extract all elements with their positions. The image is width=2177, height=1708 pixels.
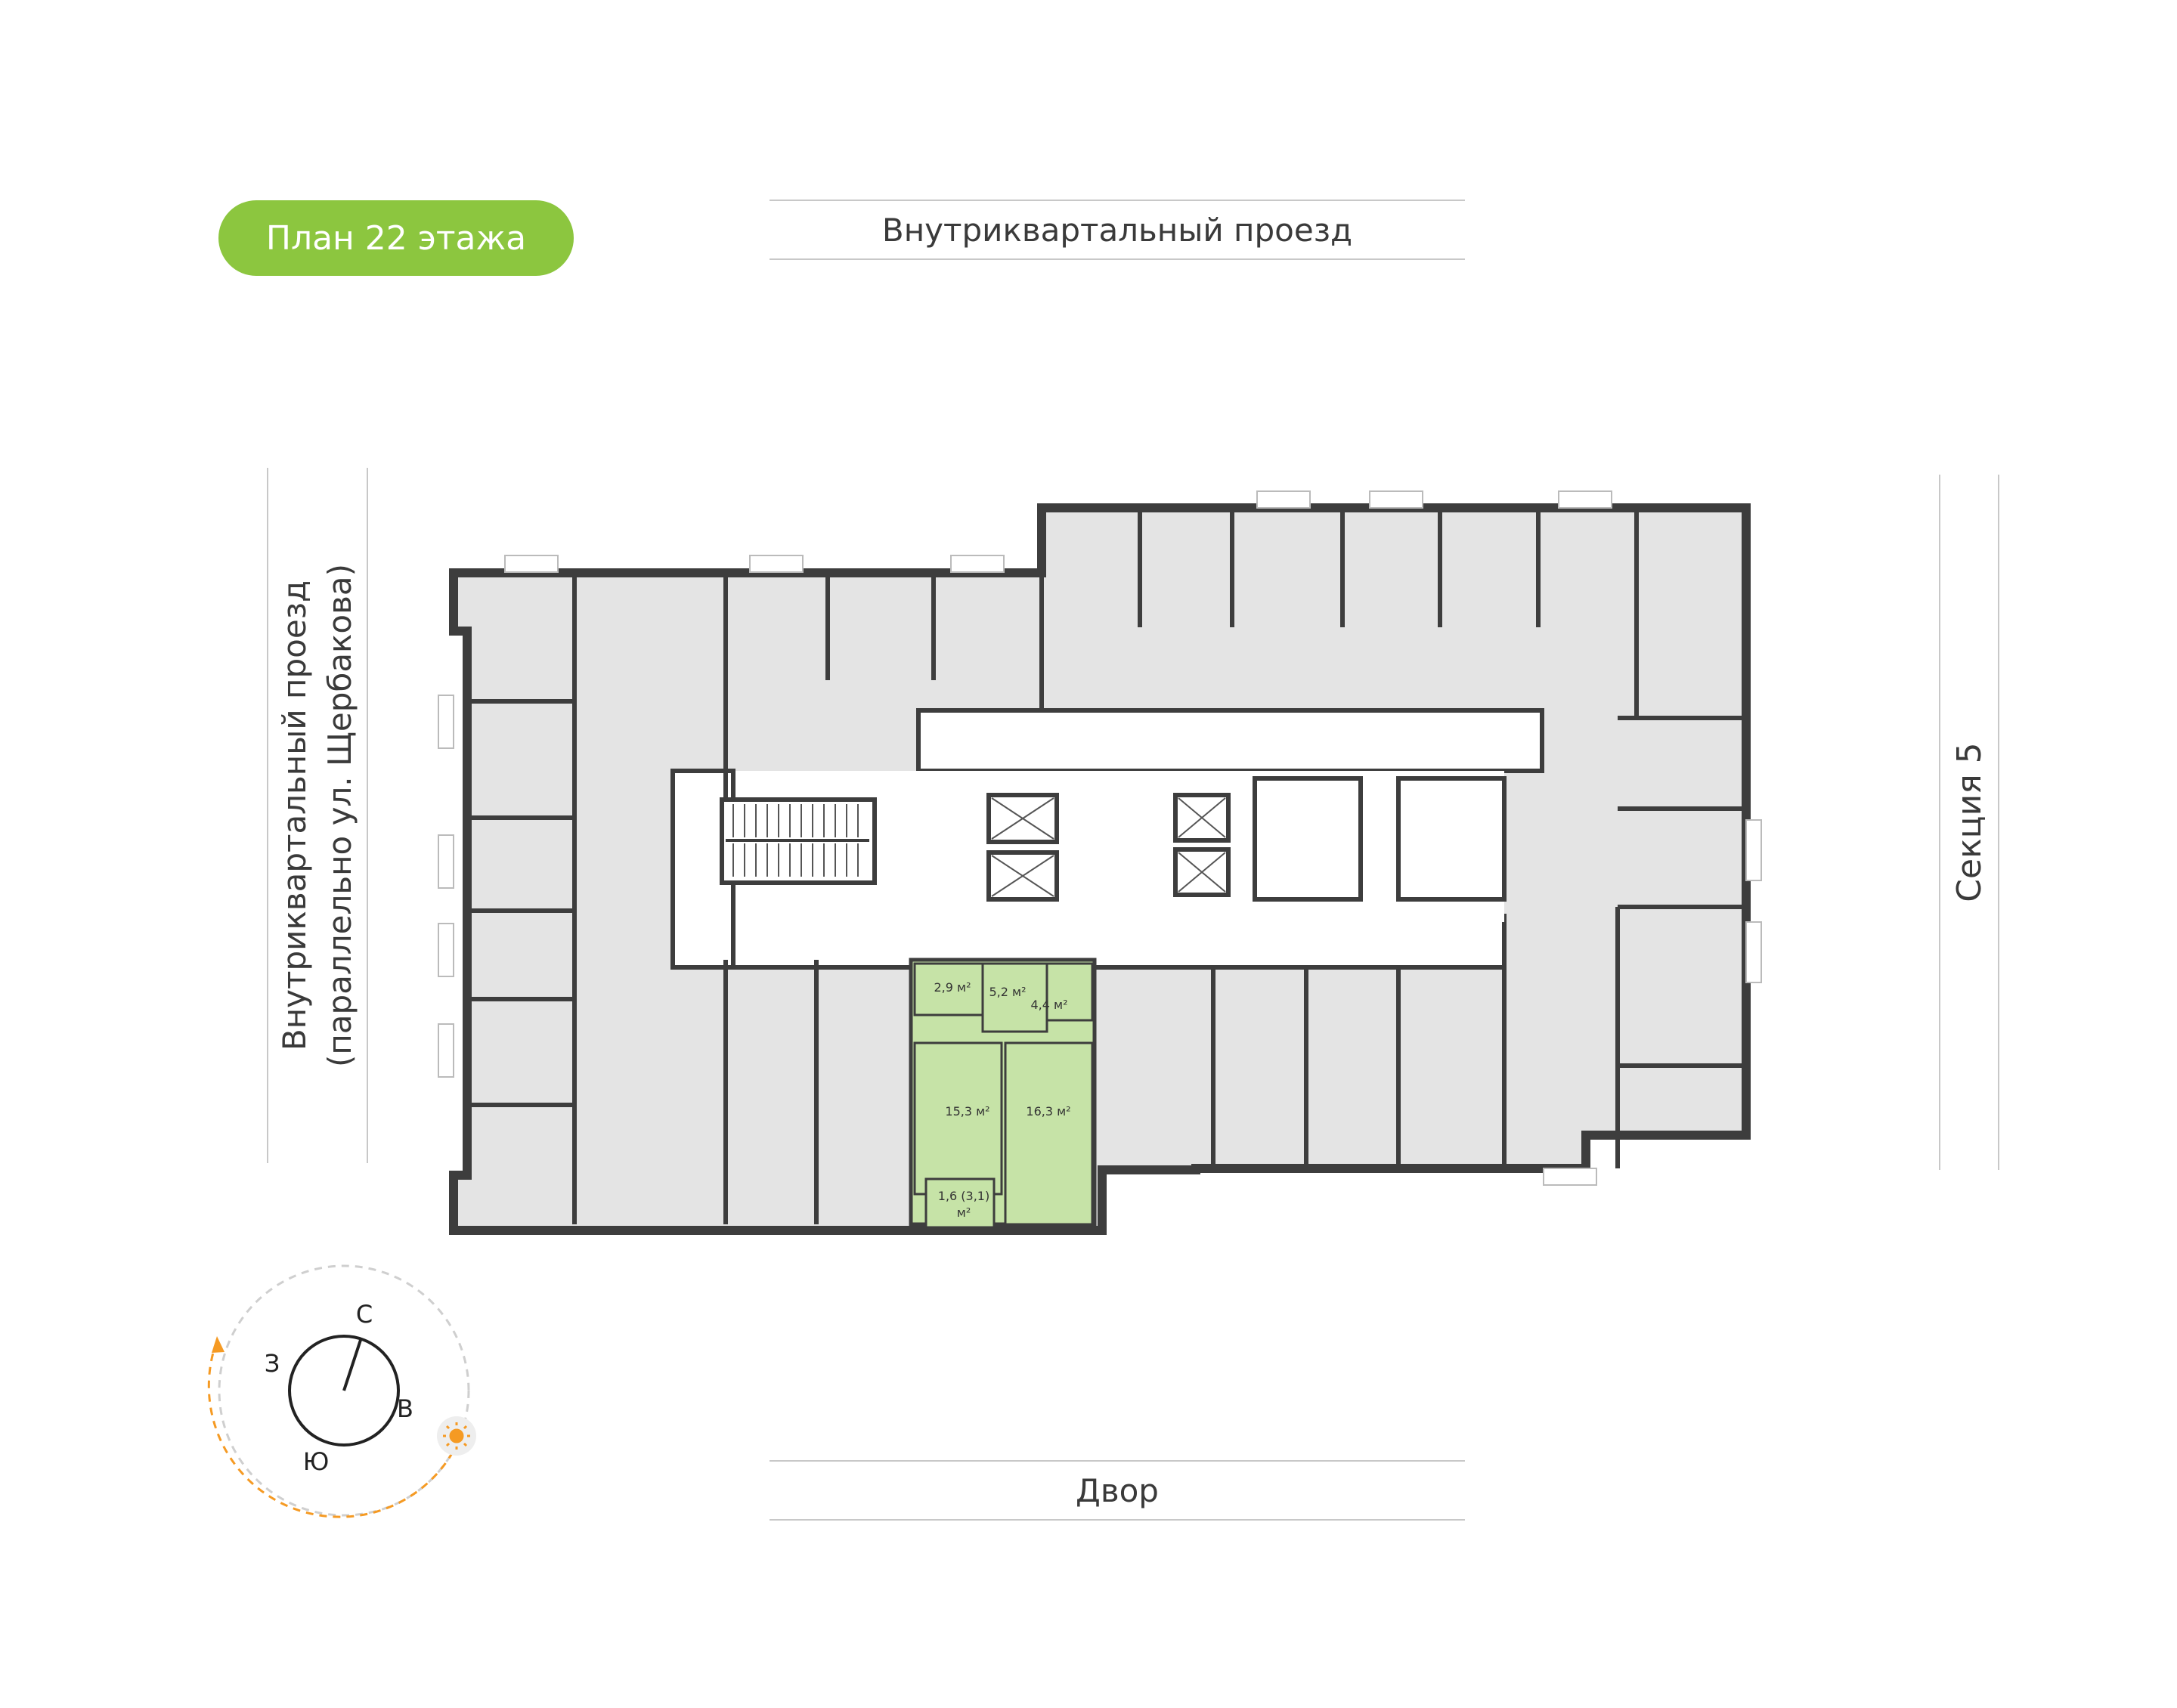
compass: С В Ю З — [207, 1264, 476, 1518]
room-area-room1: 15,3 м² — [945, 1104, 989, 1119]
compass-west: З — [265, 1349, 280, 1378]
compass-south: Ю — [303, 1447, 330, 1476]
room-area-corridor: 5,2 м² — [989, 985, 1026, 999]
stair — [720, 797, 877, 885]
sun-icon — [443, 1422, 470, 1450]
room-area-bathroom: 4,4 м² — [1030, 998, 1067, 1012]
room-area-room2: 16,3 м² — [1026, 1104, 1070, 1119]
sun-path-orange — [207, 1340, 464, 1518]
compass-east: В — [397, 1394, 413, 1423]
street-label-top: Внутриквартальный проезд — [770, 200, 1465, 260]
compass-north: С — [356, 1300, 373, 1329]
room-area-hall: 2,9 м² — [934, 980, 971, 995]
windows — [438, 490, 1762, 1186]
corridor — [670, 708, 1544, 970]
sun-path-arrow-icon — [212, 1336, 225, 1353]
room-labels: 2,9 м² 5,2 м² 4,4 м² 15,3 м² 16,3 м² 1,6… — [934, 980, 1070, 1220]
compass-needle — [342, 1337, 363, 1391]
street-label-bottom: Двор — [770, 1460, 1465, 1521]
floor-badge: План 22 этажа — [218, 200, 574, 276]
room-area-balcony-line1: 1,6 (3,1) — [938, 1189, 989, 1203]
interior-walls — [467, 512, 1746, 1224]
elevator-shafts — [986, 776, 1507, 902]
sun-path-arc — [218, 1264, 470, 1517]
highlighted-apartment — [909, 958, 1097, 1229]
room-area-balcony-line2: м² — [957, 1205, 971, 1220]
